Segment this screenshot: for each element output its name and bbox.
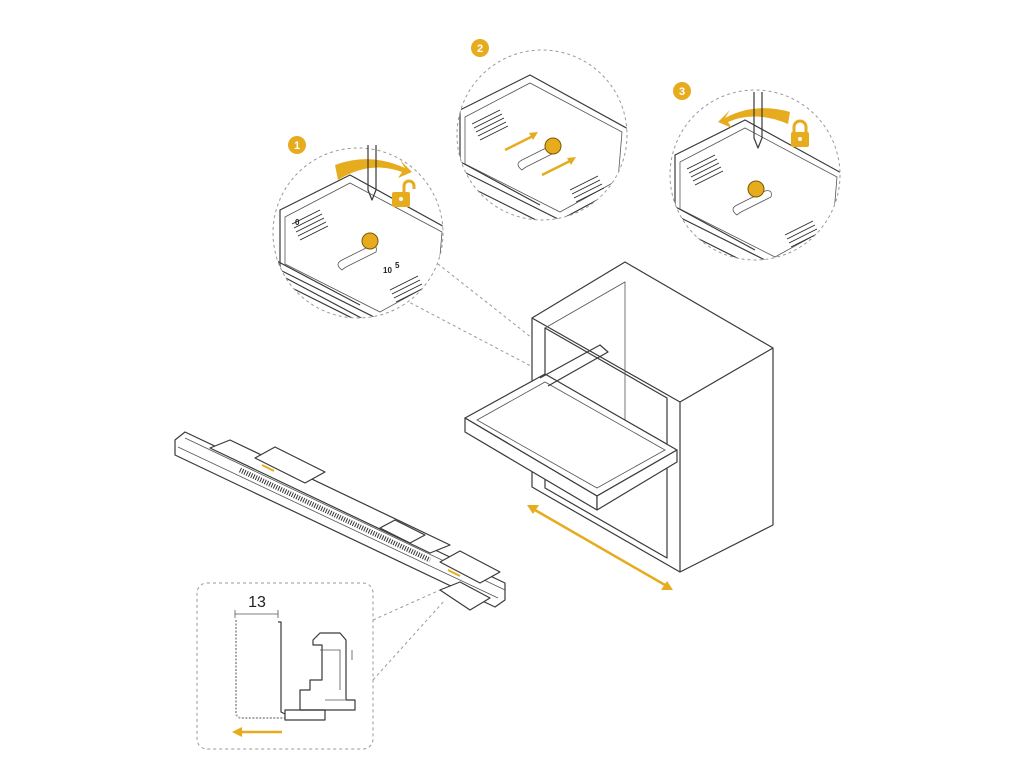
step-3-number: 3 xyxy=(679,86,685,98)
leader-line-detail xyxy=(372,589,446,681)
screwdriver-icon xyxy=(367,145,377,201)
step-3-badge xyxy=(673,82,691,100)
step-1-number: 1 xyxy=(294,140,300,152)
step-2-number: 2 xyxy=(477,43,483,55)
step-1-badge xyxy=(288,136,306,154)
clearance-detail-box: 13 xyxy=(196,582,374,750)
slide-arrow-icon xyxy=(541,159,571,177)
pull-out-drawer xyxy=(464,344,678,511)
step-2-detail-circle: 2 xyxy=(456,39,628,221)
scale-label: 10 xyxy=(383,266,392,275)
step-2-badge xyxy=(471,39,489,57)
scale-label: 5 xyxy=(395,261,400,270)
locking-device-front xyxy=(439,550,501,584)
lock-icon xyxy=(791,119,809,147)
pull-direction-arrow xyxy=(527,505,673,590)
drawer-slide-rail xyxy=(174,431,506,611)
step-3-detail-circle: 3 xyxy=(669,82,841,261)
slide-arrow-icon xyxy=(504,134,534,152)
unlock-icon xyxy=(392,179,416,207)
step-1-detail-circle: 0 5 10 1 xyxy=(272,136,444,319)
rotate-counter-clockwise-arrow-icon xyxy=(718,108,790,128)
scale-label: 0 xyxy=(295,218,300,227)
locking-device-rear xyxy=(254,446,326,484)
adjust-screw-icon xyxy=(361,232,379,250)
dimension-label: 13 xyxy=(248,594,266,611)
screwdriver-icon xyxy=(753,92,763,149)
rotate-clockwise-arrow-icon xyxy=(335,159,412,180)
